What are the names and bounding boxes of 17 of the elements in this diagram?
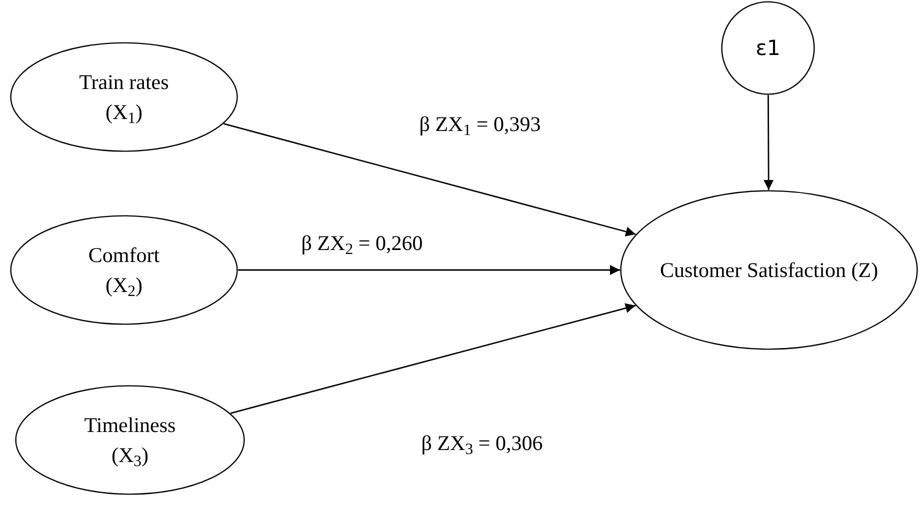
node-label: (X$_{3}$) — [111, 442, 149, 470]
node-label: (X$_{2}$) — [105, 272, 143, 300]
ellipse-node — [10, 42, 238, 152]
arrow — [230, 303, 636, 414]
ellipse-node — [10, 215, 238, 325]
arrow — [764, 95, 774, 190]
node-label: (X$_{1}$) — [105, 99, 143, 127]
node-label: Customer Satisfaction (Z) — [660, 257, 878, 284]
node-label: Train rates — [79, 69, 169, 96]
node-label: Comfort — [88, 242, 160, 269]
ellipse-node — [15, 385, 245, 495]
arrow — [223, 123, 636, 236]
node-label: Timeliness — [84, 412, 176, 439]
ellipse-node — [721, 1, 815, 95]
arrow — [238, 265, 620, 275]
ellipse-node — [620, 190, 918, 350]
node-label: ε1 — [756, 35, 780, 62]
